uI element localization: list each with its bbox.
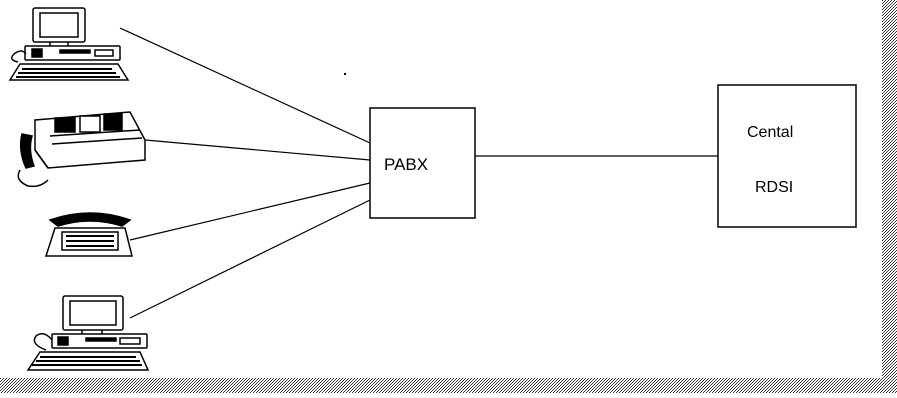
telephone-icon	[44, 212, 133, 257]
line-telephone-to-pabx	[129, 182, 371, 241]
central-label-line2: RDSI	[755, 179, 793, 196]
central-box	[717, 84, 857, 228]
line-computer-bottom-to-pabx	[129, 199, 371, 319]
stray-dot	[344, 73, 346, 75]
pabx-box	[369, 107, 476, 219]
fax-machine-icon	[17, 111, 146, 188]
central-label-line1: Cental	[747, 124, 793, 141]
pabx-label: PABX	[384, 155, 428, 174]
frame-right-border	[882, 0, 897, 393]
connection-lines	[119, 27, 718, 319]
central-node: Cental RDSI	[717, 84, 857, 228]
computer-icon	[8, 7, 130, 81]
computer-icon	[26, 295, 150, 371]
pabx-node: PABX	[369, 107, 476, 219]
line-computer-top-to-pabx	[119, 27, 371, 144]
line-fax-to-pabx	[144, 139, 371, 161]
frame-bottom-border	[0, 378, 897, 393]
